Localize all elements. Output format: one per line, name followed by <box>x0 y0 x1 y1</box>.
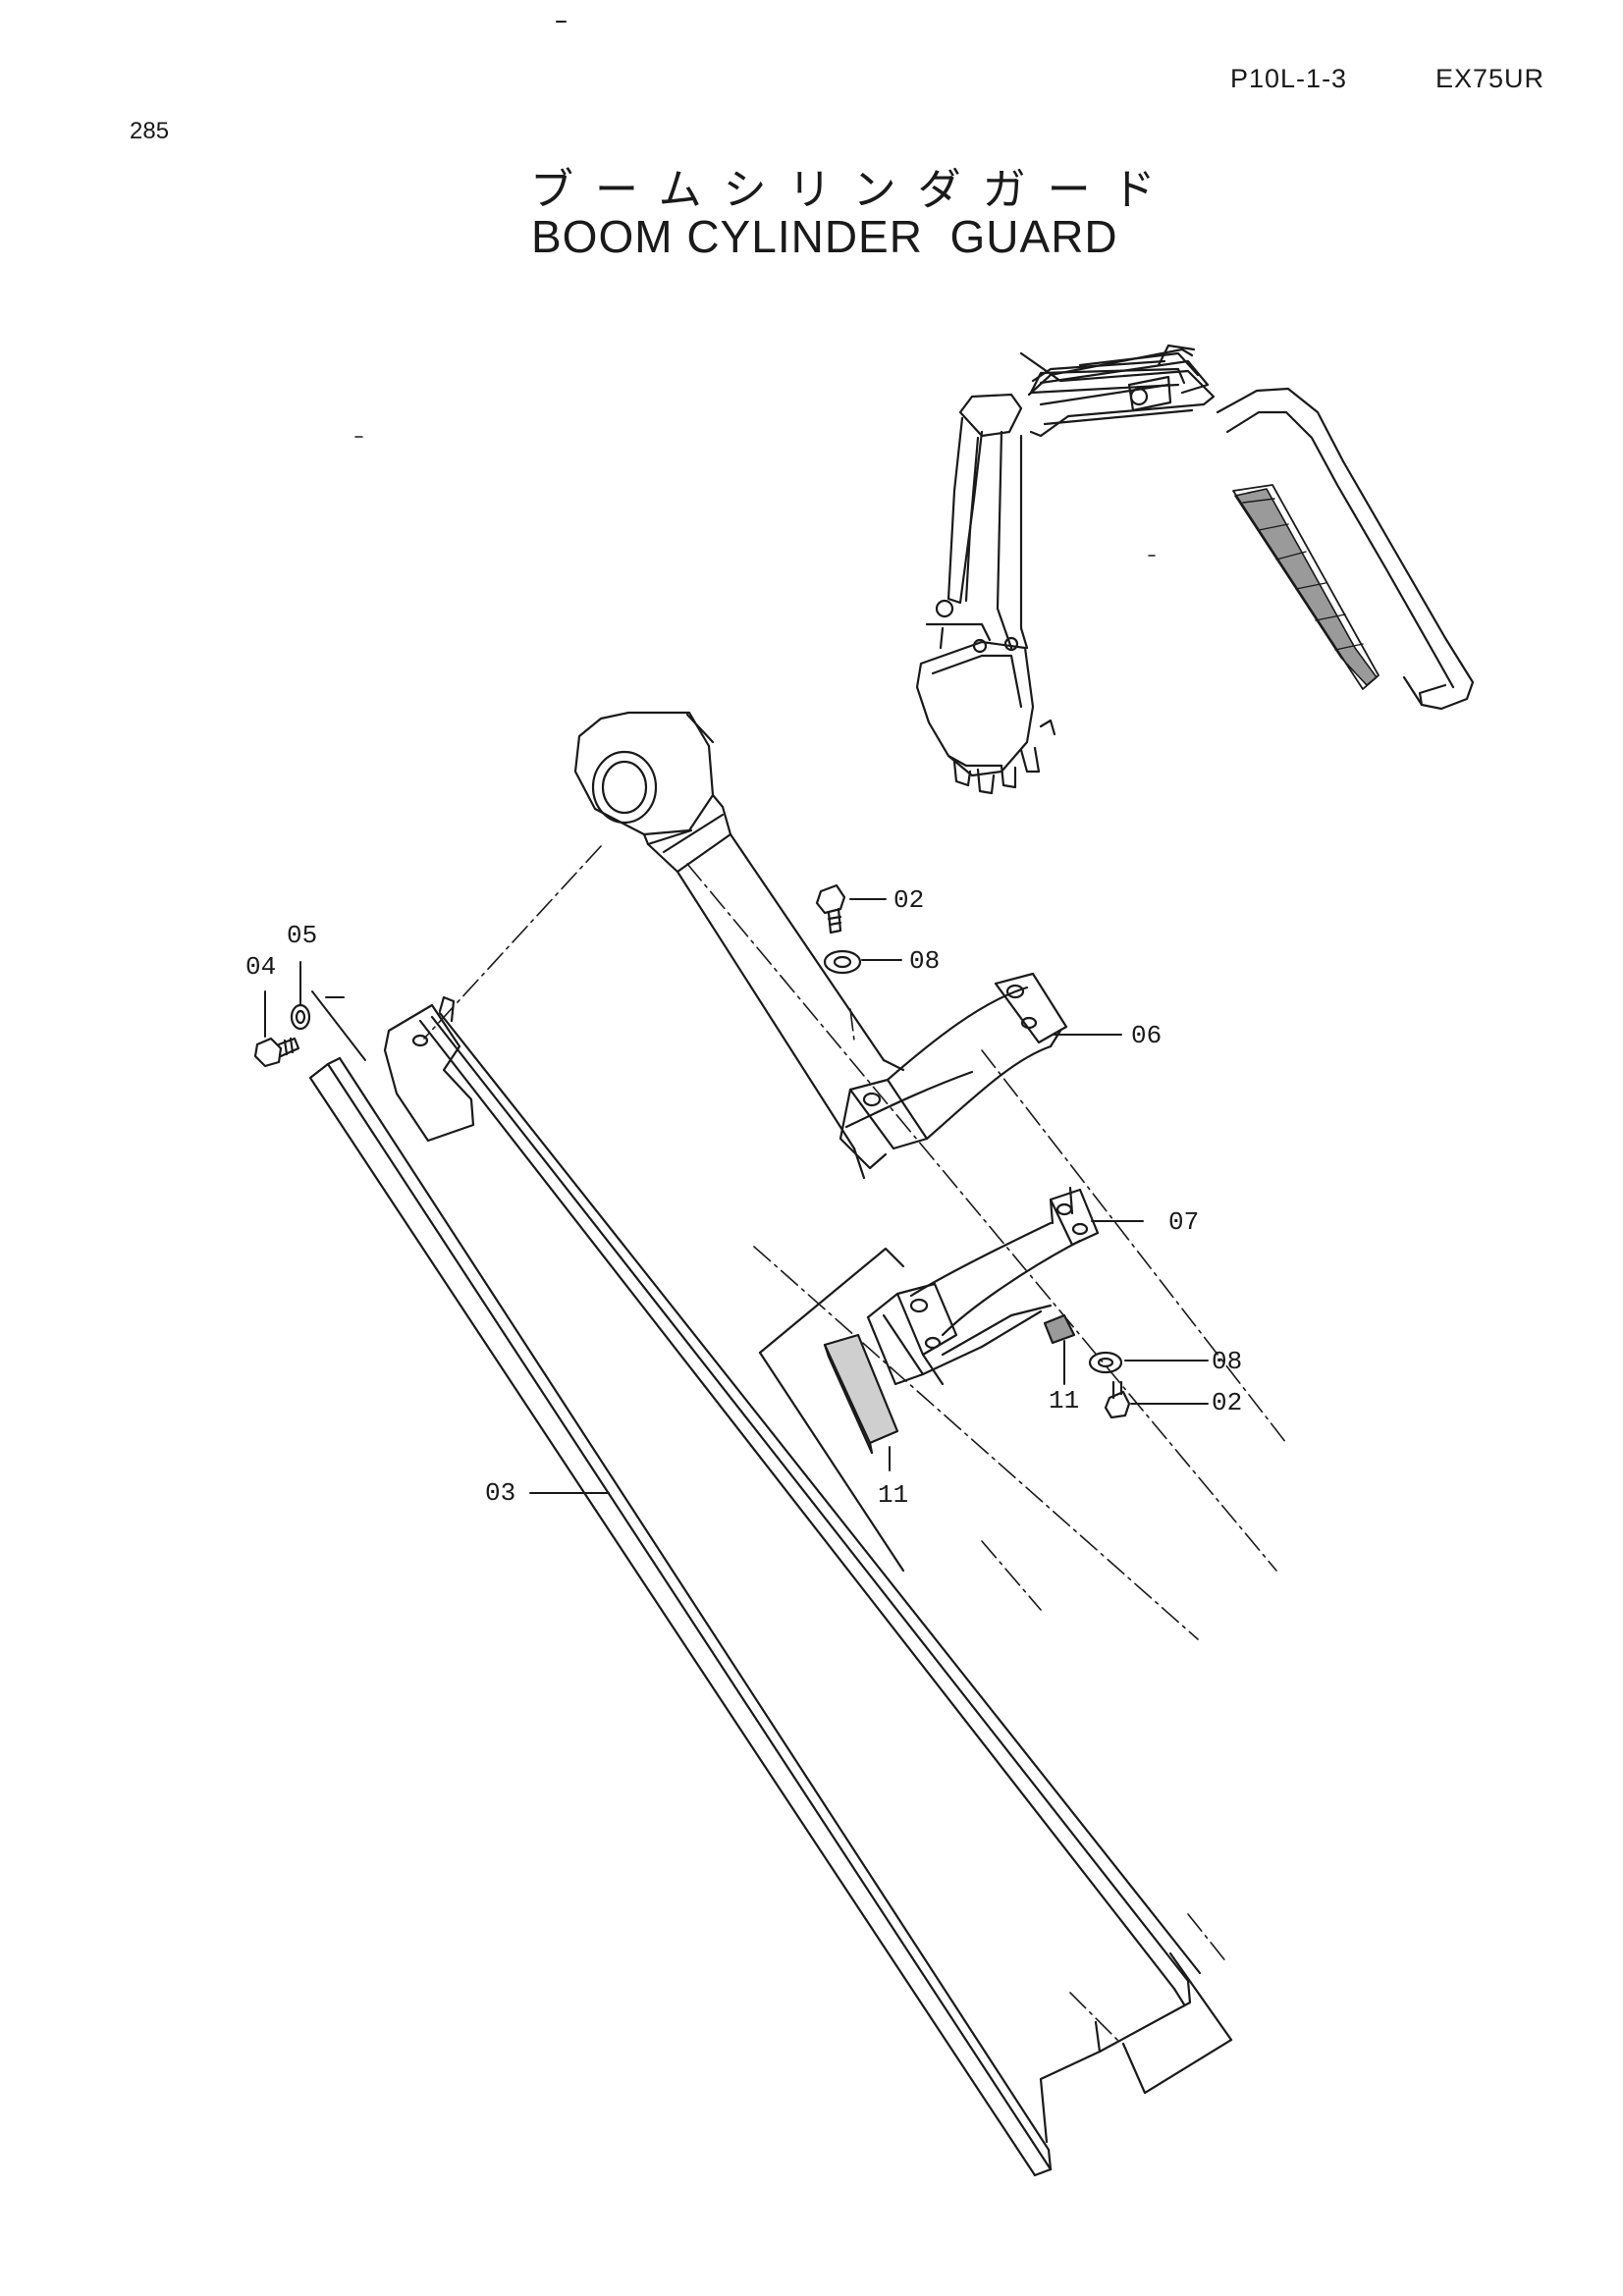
callout-02-top: 02 <box>893 885 925 915</box>
callout-11-left: 11 <box>878 1480 909 1510</box>
callout-06: 06 <box>1131 1021 1163 1050</box>
callout-04: 04 <box>245 952 277 982</box>
callout-02-bottom: 02 <box>1212 1388 1243 1417</box>
callout-08-top: 08 <box>909 946 941 976</box>
callout-08-bottom: 08 <box>1212 1347 1243 1376</box>
callout-03: 03 <box>485 1478 516 1508</box>
bolt-04 <box>253 1037 300 1068</box>
callout-07: 07 <box>1168 1207 1200 1237</box>
excavator-inset-illustration <box>915 344 1475 795</box>
title-english: BOOM CYLINDER GUARD <box>531 211 1118 262</box>
clamp-upper-06 <box>839 972 1068 1170</box>
model-name: EX75UR <box>1435 64 1545 93</box>
washer-08-bottom <box>1088 1351 1123 1374</box>
spring-washer-05 <box>290 1003 311 1031</box>
callout-05: 05 <box>287 921 318 950</box>
clamp-lower-07 <box>758 1186 1100 1573</box>
boom-cylinder <box>573 711 905 1180</box>
title-japanese: ブームシリンダガード <box>530 165 1177 215</box>
boom-cylinder-guard-03 <box>308 995 1233 2177</box>
leader-lines <box>264 898 1209 1494</box>
bolt-02-top <box>815 883 846 934</box>
page-number: 285 <box>130 118 170 144</box>
washer-08-top <box>823 949 862 975</box>
page-code: P10L-1-3 <box>1230 64 1348 93</box>
bolt-02-bottom <box>1104 1380 1131 1419</box>
callout-11-right: 11 <box>1049 1386 1080 1415</box>
